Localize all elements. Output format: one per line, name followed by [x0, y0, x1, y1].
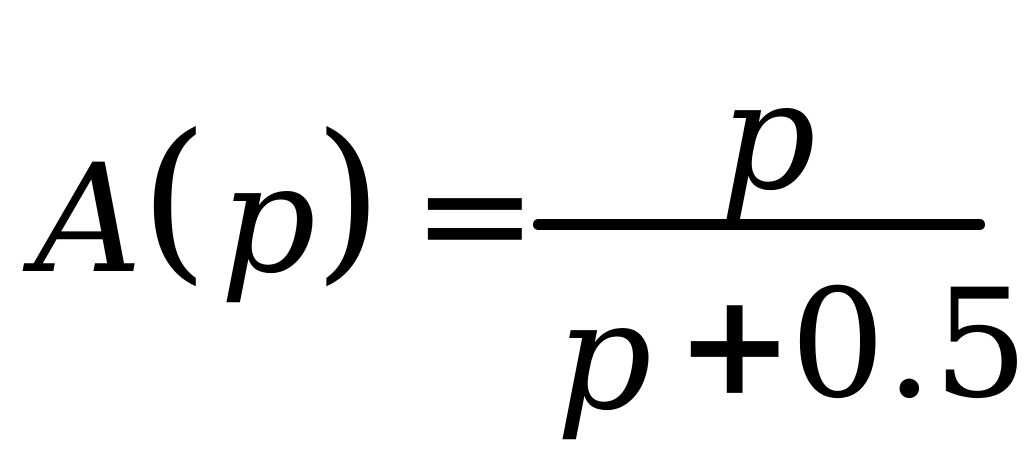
- function-argument: p: [220, 133, 317, 307]
- plus-sign: +: [676, 263, 794, 427]
- right-parenthesis: ): [314, 98, 383, 301]
- denominator-variable: p: [556, 270, 653, 444]
- function-name: A: [34, 133, 143, 307]
- fraction-numerator: p: [720, 50, 817, 224]
- equals-sign: =: [412, 128, 538, 302]
- denominator-constant: 0.5: [790, 258, 1024, 432]
- left-parenthesis: (: [140, 98, 209, 301]
- fraction-bar: [533, 219, 985, 230]
